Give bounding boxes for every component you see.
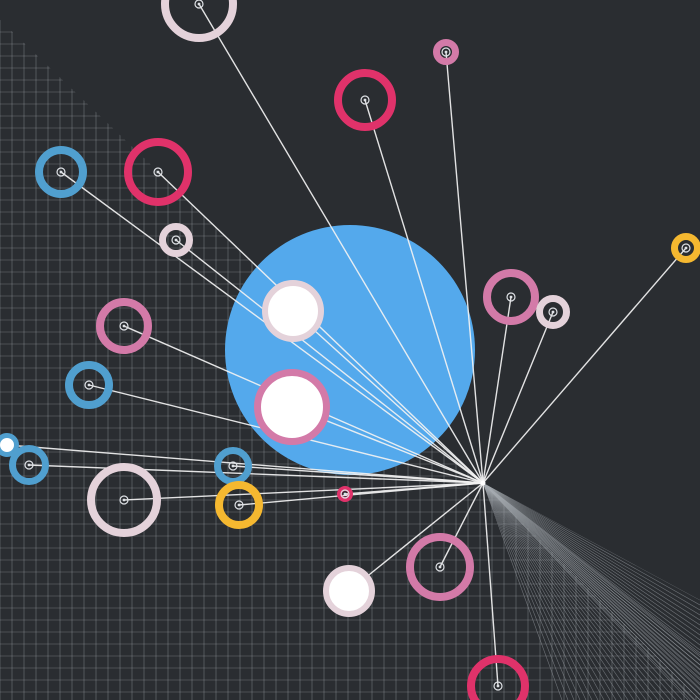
node-blue [65, 361, 113, 409]
node-blue [9, 445, 49, 485]
grid-line [483, 483, 700, 661]
grid-line [483, 483, 700, 691]
connector-line [482, 247, 687, 484]
node-crimson [467, 655, 529, 700]
node-pink [96, 298, 152, 354]
grid-line [483, 483, 659, 700]
grid-line [483, 483, 569, 700]
grid-line [483, 483, 700, 696]
grid-line [483, 483, 611, 700]
connector-line [348, 482, 484, 592]
connector-line [123, 482, 484, 501]
node-amber [671, 233, 700, 263]
central-disc [225, 225, 475, 475]
connector-line [175, 239, 484, 484]
grid-line [483, 483, 700, 686]
grid-line [483, 483, 575, 700]
grid-line [483, 483, 700, 616]
grid-line [483, 483, 700, 626]
connector-line [439, 482, 484, 568]
grid-line [483, 483, 700, 651]
node-blush [536, 295, 570, 329]
node-pink [406, 533, 474, 601]
grid-line [483, 483, 700, 641]
connector-line [157, 171, 484, 484]
node-blush [323, 565, 375, 617]
connector-line [292, 310, 484, 484]
grid-line [483, 483, 700, 681]
grid-line [483, 483, 665, 700]
node-pink [254, 369, 330, 445]
grid-line [483, 483, 629, 700]
grid-line [483, 483, 653, 700]
grid-line [483, 483, 700, 671]
grid-line [483, 483, 683, 700]
node-blue [214, 447, 252, 485]
node-blush [87, 463, 161, 537]
node-blue [0, 433, 19, 457]
connector-line [28, 464, 484, 484]
connector-line [482, 296, 512, 484]
grid-line [483, 483, 700, 621]
grid-line [483, 483, 599, 700]
grid-line [483, 483, 700, 611]
grid-line [483, 483, 700, 646]
grid-line [483, 483, 641, 700]
grid-line [483, 483, 671, 700]
grid-line [483, 483, 623, 700]
node-pink [433, 39, 459, 65]
node-crimson [337, 486, 353, 502]
connector-line [198, 3, 484, 484]
grid-line [483, 483, 700, 606]
grid-line [483, 483, 587, 700]
hub-point [480, 480, 486, 486]
connector-line [445, 51, 484, 484]
node-pink [483, 269, 539, 325]
grid-line [483, 483, 700, 700]
grid-line [483, 483, 647, 700]
grid-line [483, 483, 700, 700]
connector-line [344, 482, 484, 495]
grid-line [483, 483, 700, 700]
node-blush [161, 0, 237, 42]
grid-line [483, 483, 700, 676]
connector-line [482, 311, 554, 484]
grid-line [483, 483, 700, 666]
node-blue [35, 146, 87, 198]
node-blush [159, 223, 193, 257]
grid-line [483, 483, 635, 700]
connector-line [232, 465, 484, 484]
grid-line [483, 483, 605, 700]
node-crimson [334, 69, 396, 131]
grid-line [483, 483, 700, 656]
grid-line [483, 483, 700, 700]
grid-line [483, 483, 677, 700]
connector-line [364, 99, 484, 484]
grid-line [483, 483, 593, 700]
node-blush [262, 280, 324, 342]
grid-line [483, 483, 700, 636]
grid-line [483, 483, 563, 700]
grid-line [483, 483, 700, 631]
node-amber [215, 481, 263, 529]
grid-line [483, 483, 581, 700]
grid-line [483, 483, 617, 700]
connector-line [482, 482, 499, 687]
node-crimson [124, 138, 192, 206]
